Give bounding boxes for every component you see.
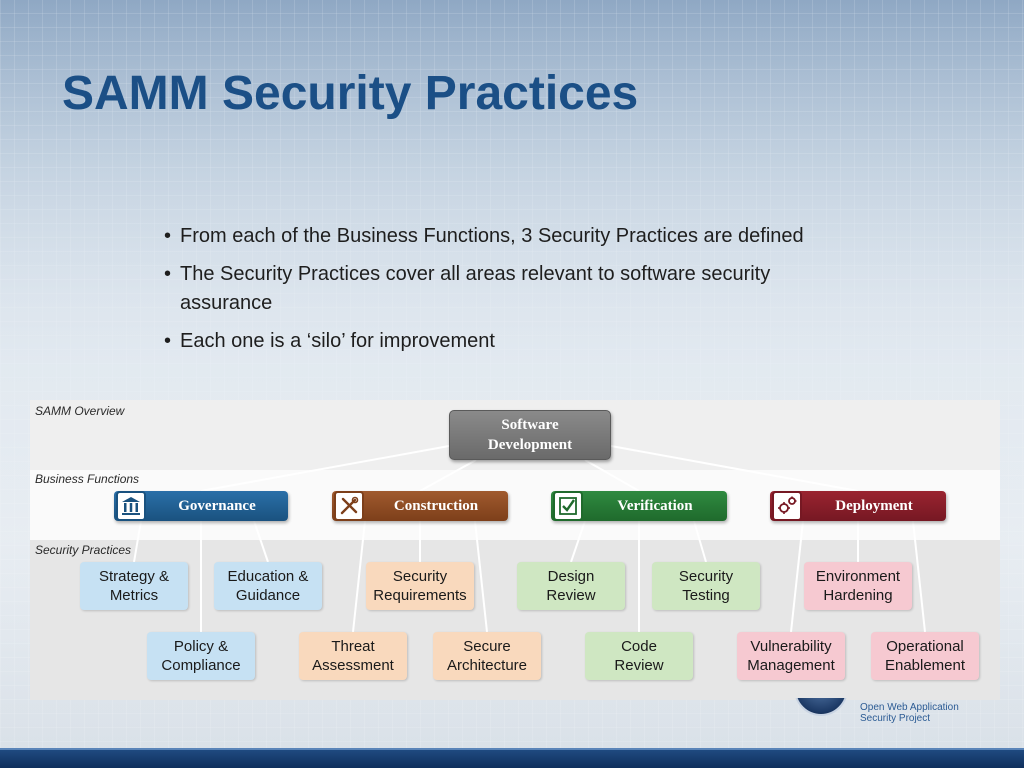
checkbox-icon	[553, 491, 583, 521]
security-practices-label: Security Practices	[35, 543, 132, 557]
practice-line2: Management	[747, 657, 835, 674]
practice-line2: Assessment	[312, 657, 394, 674]
connector-line	[790, 520, 804, 633]
function-label: Deployment	[835, 497, 913, 514]
connector-line	[610, 445, 859, 492]
governance-function: Governance	[114, 491, 288, 521]
owasp-logo-text: Open Web Application Security Project	[860, 702, 959, 724]
software-development-node: Software Development	[449, 410, 611, 460]
practice-line2: Requirements	[373, 587, 467, 604]
connector-line	[352, 520, 366, 633]
overview-label: SAMM Overview	[35, 404, 125, 418]
connector-lines	[133, 445, 926, 633]
business-functions-label: Business Functions	[35, 472, 140, 486]
practice-line1: Secure	[463, 638, 511, 655]
practice-line2: Architecture	[446, 657, 528, 674]
practice-line1: Environment	[815, 568, 901, 585]
function-label: Verification	[617, 497, 693, 514]
practice-education-guidance: Education & Guidance	[214, 562, 322, 610]
logo-line2: Security Project	[860, 713, 931, 724]
construction-function: Construction	[332, 491, 508, 521]
bullet-item: The Security Practices cover all areas r…	[164, 260, 864, 318]
practice-line1: Code	[621, 638, 657, 655]
practice-line2: Testing	[682, 587, 730, 604]
root-line2: Development	[487, 437, 573, 453]
connector-line	[419, 459, 477, 492]
practice-line1: Vulnerability	[750, 638, 832, 655]
practice-strategy-metrics: Strategy & Metrics	[80, 562, 188, 610]
building-columns-icon	[116, 491, 146, 521]
practice-line1: Education &	[227, 568, 309, 585]
bullet-item: Each one is a ‘silo’ for improvement	[164, 327, 864, 356]
practice-line2: Hardening	[823, 587, 893, 604]
practice-line1: Operational	[886, 638, 964, 655]
connector-line	[474, 520, 488, 633]
practice-line1: Threat	[331, 638, 375, 655]
bullet-item: From each of the Business Functions, 3 S…	[164, 222, 864, 251]
practice-line2: Enablement	[884, 657, 966, 674]
practice-line2: Compliance	[161, 657, 241, 674]
gears-icon	[772, 491, 802, 521]
samm-overview-diagram: SAMM Overview Business Functions Securit…	[30, 400, 1000, 700]
tools-icon	[334, 491, 364, 521]
function-label: Governance	[178, 497, 256, 514]
function-label: Construction	[393, 497, 479, 514]
practice-line2: Review	[546, 587, 596, 604]
connector-line	[253, 520, 269, 563]
owasp-globe-icon	[792, 698, 852, 720]
slide-title: SAMM Security Practices	[62, 67, 639, 120]
practice-line2: Guidance	[235, 587, 301, 604]
practice-policy-compliance: Policy & Compliance	[147, 632, 255, 680]
practice-line1: Security	[678, 568, 734, 585]
practice-line1: Security	[392, 568, 448, 585]
practice-line1: Design	[547, 568, 595, 585]
deployment-function: Deployment	[770, 491, 946, 521]
practice-line1: Policy &	[173, 638, 229, 655]
practice-line2: Metrics	[109, 587, 159, 604]
verification-function: Verification	[551, 491, 727, 521]
practice-line1: Strategy &	[98, 568, 170, 585]
connector-line	[133, 520, 142, 563]
practice-line2: Review	[614, 657, 664, 674]
connector-line	[584, 459, 640, 492]
connector-line	[912, 520, 926, 633]
connector-line	[200, 445, 450, 492]
footer-bar	[0, 748, 1024, 768]
bullet-list: From each of the Business Functions, 3 S…	[164, 222, 864, 365]
logo-line1: Open Web Application	[860, 702, 959, 713]
connector-line	[570, 520, 586, 563]
connector-line	[693, 520, 707, 563]
root-line1: Software	[501, 417, 559, 433]
